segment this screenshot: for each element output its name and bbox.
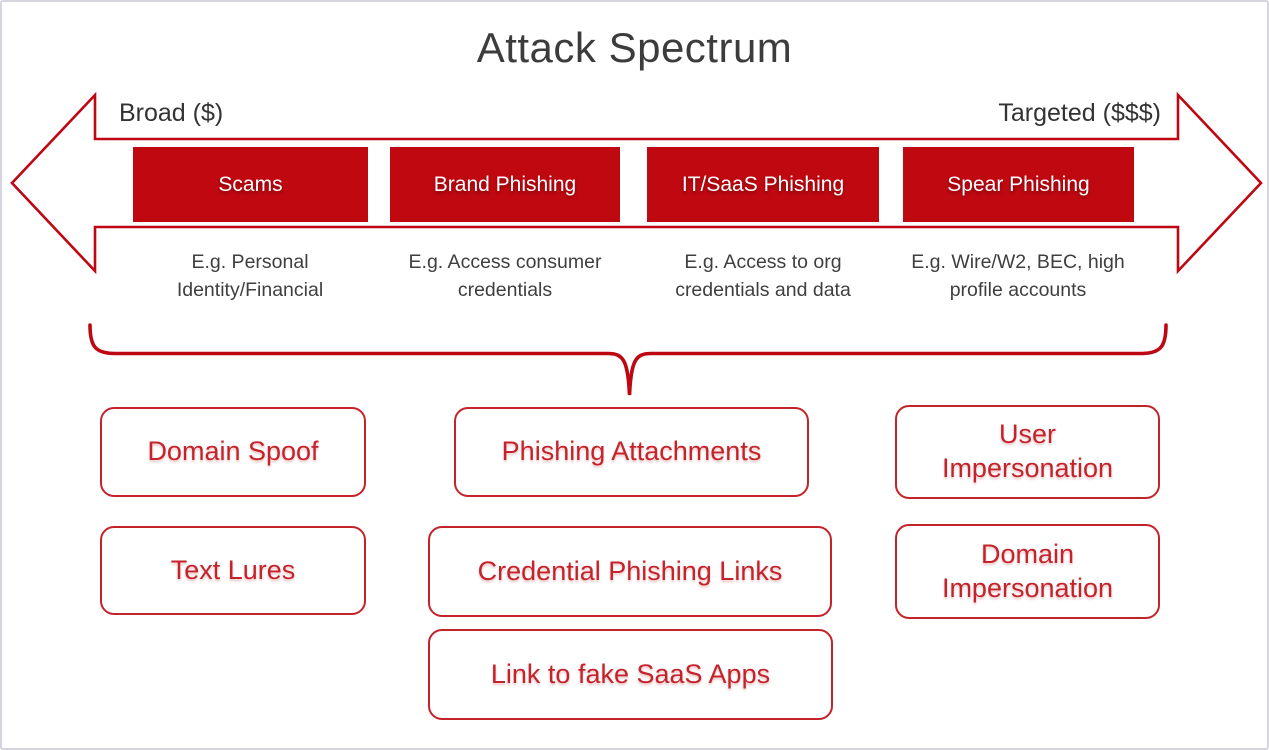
tech-label: Credential Phishing Links (477, 555, 783, 586)
example-scams: E.g. Personal Identity/Financial (176, 251, 324, 302)
category-box-scams: Scams (133, 147, 368, 222)
tech-label: Link to fake SaaS Apps (490, 658, 771, 689)
tech-box-text-lures: Text Lures (100, 526, 366, 615)
tech-box-domain-impersonation: Domain Impersonation (895, 524, 1160, 619)
example-brand-phishing: E.g. Access consumer credentials (408, 251, 602, 302)
spectrum-arrow (10, 91, 1263, 275)
category-box-it-saas-phishing: IT/SaaS Phishing (647, 147, 879, 222)
targeted-label: Targeted ($$$) (998, 99, 1161, 127)
category-label: Spear Phishing (947, 172, 1090, 196)
category-box-brand-phishing: Brand Phishing (390, 147, 620, 222)
category-label: Brand Phishing (433, 172, 577, 196)
tech-label: Domain Spoof (147, 436, 319, 467)
brace-down (88, 323, 1168, 396)
example-it-saas-phishing: E.g. Access to org credentials and data (675, 251, 851, 302)
tech-box-credential-phishing-links: Credential Phishing Links (428, 526, 832, 617)
tech-label: User Impersonation (941, 419, 1114, 483)
tech-box-phishing-attachments: Phishing Attachments (454, 407, 809, 497)
category-label: Scams (218, 172, 283, 196)
tech-label: Phishing Attachments (501, 436, 762, 467)
tech-label: Text Lures (170, 554, 296, 585)
broad-label: Broad ($) (119, 99, 224, 127)
tech-box-user-impersonation: User Impersonation (895, 405, 1160, 499)
category-label: IT/SaaS Phishing (681, 172, 845, 196)
category-box-spear-phishing: Spear Phishing (903, 147, 1134, 222)
example-spear-phishing: E.g. Wire/W2, BEC, high profile accounts (911, 251, 1125, 302)
tech-box-link-to-fake-saas-apps: Link to fake SaaS Apps (428, 629, 833, 720)
tech-label: Domain Impersonation (941, 538, 1114, 603)
page-title: Attack Spectrum (476, 24, 793, 71)
tech-box-domain-spoof: Domain Spoof (100, 407, 366, 497)
